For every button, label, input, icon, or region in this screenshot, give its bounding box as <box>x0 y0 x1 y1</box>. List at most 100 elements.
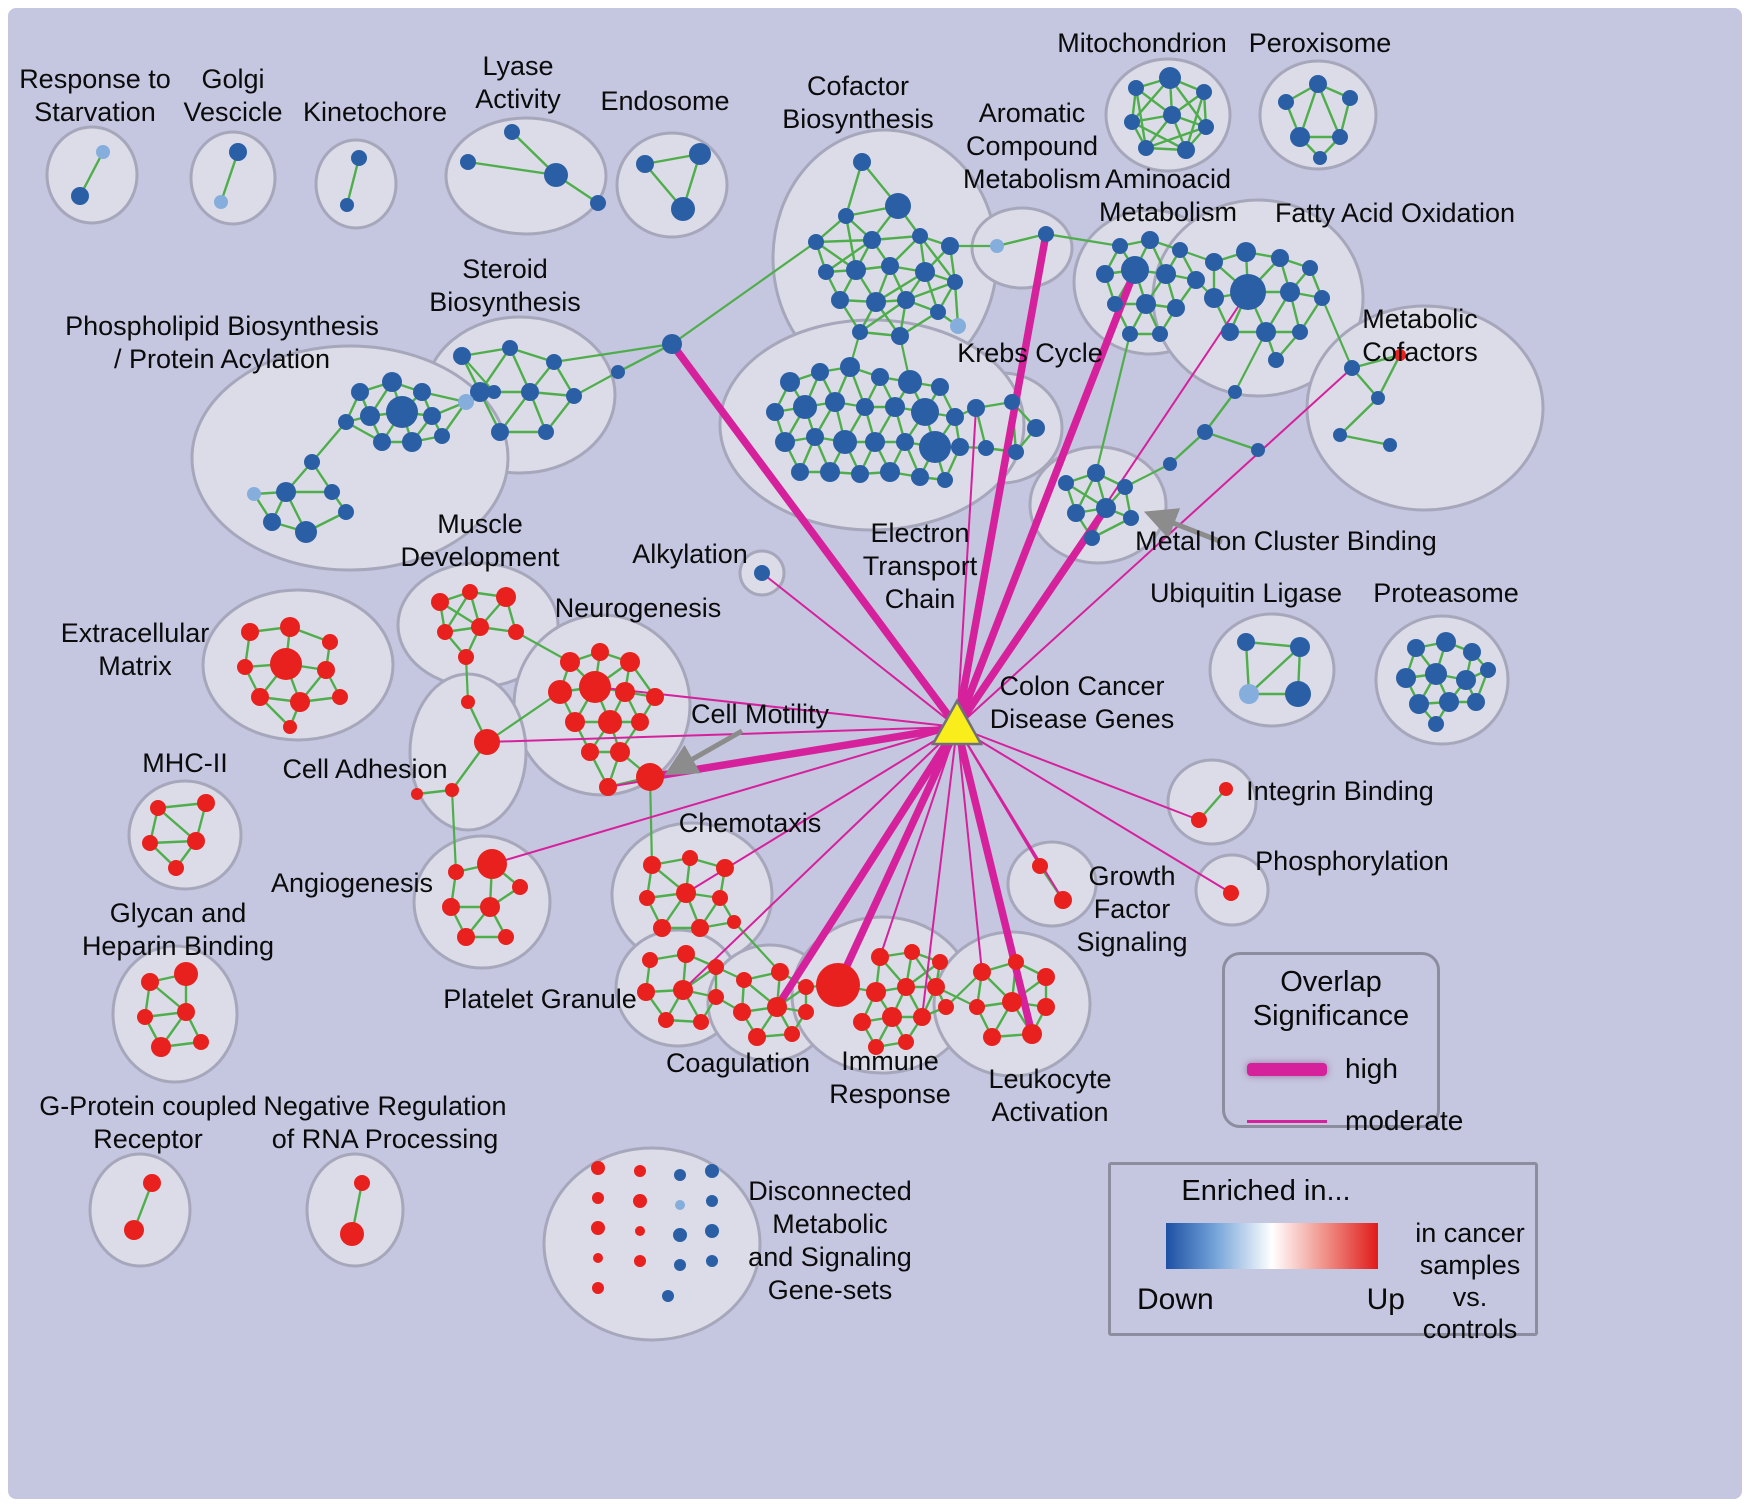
gene-set-node <box>673 1228 687 1242</box>
green-edge <box>1184 90 1206 152</box>
cluster-label-electron-transport-chain: Chain <box>885 584 956 614</box>
gene-set-node <box>1290 127 1310 147</box>
gene-set-node <box>1004 394 1020 410</box>
gene-set-node <box>290 692 310 712</box>
gene-set-node <box>496 587 516 607</box>
cluster-label-kinetochore: Kinetochore <box>303 97 447 127</box>
gene-set-node <box>1002 992 1022 1012</box>
gene-set-node <box>504 124 520 140</box>
gene-set-node <box>1152 326 1168 342</box>
gene-set-node <box>1268 352 1284 368</box>
gene-set-node <box>354 1175 370 1191</box>
magenta-edge-moderate <box>956 726 1232 894</box>
cluster-label-aminoacid-metabolism: Aminoacid <box>1105 164 1231 194</box>
cluster-label-lyase-activity: Activity <box>475 84 561 114</box>
gene-set-node <box>831 291 849 309</box>
gene-set-node <box>635 1226 645 1236</box>
green-edge <box>1338 396 1380 437</box>
cluster-label-proteasome: Proteasome <box>1373 578 1519 608</box>
gene-set-node <box>512 879 528 895</box>
gene-set-node <box>808 234 824 250</box>
gene-set-node <box>591 1221 605 1235</box>
gene-set-node <box>1187 271 1205 289</box>
gene-set-node <box>983 1028 1001 1046</box>
cluster-label-leukocyte-activation: Leukocyte <box>988 1064 1111 1094</box>
gene-set-node <box>938 999 954 1015</box>
cluster-label-aromatic-compound-metabolism: Compound <box>966 131 1098 161</box>
gene-set-node <box>853 153 871 171</box>
green-inter-cluster-edge <box>732 920 782 974</box>
green-inter-cluster-edge <box>1123 462 1172 489</box>
gene-set-node <box>818 264 834 280</box>
gene-set-node <box>548 680 572 704</box>
gene-set-node <box>96 145 110 159</box>
gene-set-node <box>898 370 922 394</box>
gene-set-node <box>1302 260 1318 276</box>
magenta-edge-high <box>834 723 961 989</box>
gene-set-node <box>620 652 640 672</box>
gene-set-node <box>897 978 915 996</box>
gene-set-node <box>229 143 247 161</box>
enrichment-context-text: in cancer samples vs. controls <box>1415 1218 1525 1344</box>
gene-set-node <box>990 239 1004 253</box>
gene-set-node <box>1285 681 1311 707</box>
gene-set-node <box>1087 464 1105 482</box>
cluster-label-steroid-biosynthesis: Steroid <box>462 254 548 284</box>
gene-set-node <box>863 231 881 249</box>
gene-set-node <box>865 432 885 452</box>
high-significance-label: high <box>1345 1053 1398 1084</box>
gene-set-node <box>1219 782 1233 796</box>
cluster-label-extracellular-matrix: Matrix <box>98 651 172 681</box>
gene-set-node <box>1008 954 1024 970</box>
cluster-label-cofactor-biosynthesis: Biosynthesis <box>782 104 934 134</box>
gene-set-node <box>674 1169 686 1181</box>
magenta-edge-moderate <box>682 726 958 991</box>
high-significance-line-sample <box>1247 1062 1327 1076</box>
cluster-label-disconnected-gene-sets: Disconnected <box>748 1176 912 1206</box>
green-edge <box>1350 353 1402 370</box>
gene-set-node <box>880 462 900 482</box>
gene-set-node <box>969 999 985 1015</box>
gene-set-node <box>766 403 784 421</box>
gene-set-node <box>150 800 166 816</box>
gene-set-node <box>1172 242 1188 258</box>
gene-set-node <box>1396 668 1416 688</box>
gene-set-node <box>270 648 302 680</box>
cluster-label-immune-response: Immune <box>841 1046 939 1076</box>
cluster-label-growth-factor-signaling: Factor <box>1094 894 1171 924</box>
cluster-ellipse-negative-regulation-rna-processing <box>305 1152 405 1268</box>
gene-set-node <box>1141 231 1159 249</box>
gene-set-node <box>590 195 606 211</box>
legend-enriched-in: Enriched in... Down Up in cancer samples… <box>1108 1162 1538 1344</box>
gene-set-node <box>382 372 402 392</box>
gene-set-node <box>881 257 899 275</box>
gene-set-node <box>634 1165 646 1177</box>
gene-set-node <box>1163 457 1177 471</box>
gene-set-node <box>402 432 422 452</box>
gene-set-node <box>1084 530 1100 546</box>
gene-set-node <box>560 652 580 672</box>
cluster-label-neurogenesis: Neurogenesis <box>555 593 722 623</box>
gene-set-node <box>263 513 281 531</box>
gene-set-node <box>798 979 814 995</box>
pointer-arrow <box>1143 508 1223 545</box>
gene-set-node <box>1191 812 1207 828</box>
gene-set-node <box>1425 663 1447 685</box>
cluster-label-peroxisome: Peroxisome <box>1249 28 1392 58</box>
green-inter-cluster-edge <box>485 690 562 744</box>
cluster-label-g-protein-coupled-receptor: G-Protein coupled <box>39 1091 257 1121</box>
gene-set-node <box>487 385 501 399</box>
gene-set-node <box>591 643 609 661</box>
gene-set-node <box>431 593 449 611</box>
gene-set-node <box>1121 256 1149 284</box>
enrichment-gradient-bar <box>1166 1223 1378 1269</box>
gene-set-node <box>598 710 622 734</box>
gene-set-node <box>1342 90 1358 106</box>
gene-set-node <box>643 856 661 874</box>
up-label: Up <box>1366 1283 1405 1316</box>
gene-set-node <box>793 395 817 419</box>
gene-set-node <box>470 382 490 402</box>
gene-set-node <box>736 972 752 988</box>
gene-set-node <box>676 883 696 903</box>
gene-set-node <box>1027 419 1045 437</box>
